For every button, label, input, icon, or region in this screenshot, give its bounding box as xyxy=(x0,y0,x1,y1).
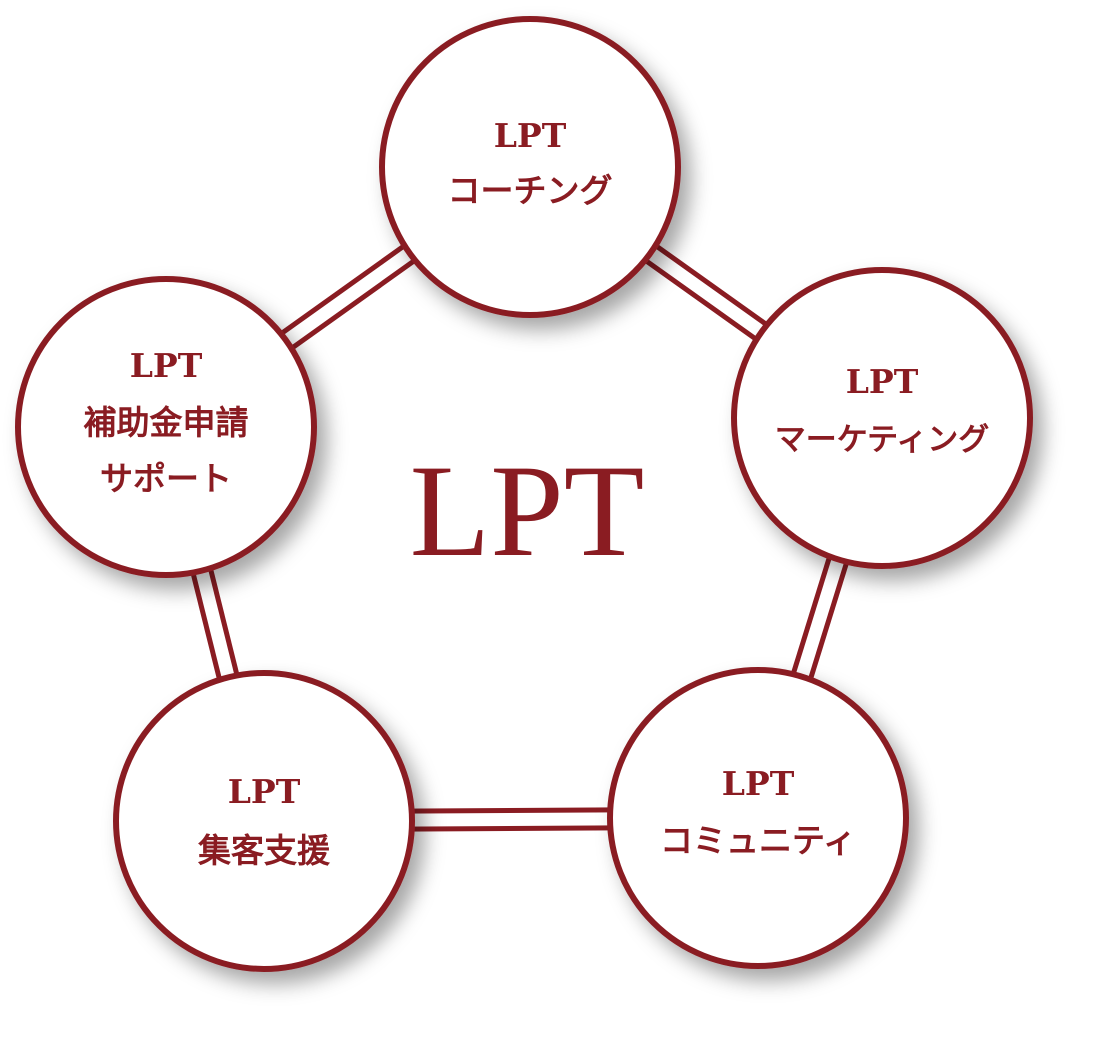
node-label: LPT xyxy=(722,764,795,803)
node-label: マーケティング xyxy=(775,422,990,458)
node-coaching: LPT コーチング xyxy=(379,16,681,318)
node-customer-acquisition: LPT 集客支援 xyxy=(113,670,415,972)
node-circle xyxy=(15,276,317,578)
node-label: LPT xyxy=(846,362,919,401)
node-circle xyxy=(731,267,1033,569)
node-label: LPT xyxy=(494,116,567,155)
node-community: LPT コミュニティ xyxy=(607,667,909,969)
node-marketing: LPT マーケティング xyxy=(731,267,1033,569)
node-circle xyxy=(607,667,909,969)
node-label: サポート xyxy=(100,459,232,498)
node-label: LPT xyxy=(228,772,301,811)
node-label: LPT xyxy=(130,346,203,385)
node-label: 補助金申請 xyxy=(84,403,249,442)
node-label: コーチング xyxy=(448,171,613,210)
node-label: 集客支援 xyxy=(197,831,331,870)
node-circle xyxy=(113,670,415,972)
node-subsidy-support: LPT 補助金申請 サポート xyxy=(15,276,317,578)
node-circle xyxy=(379,16,681,318)
node-label: コミュニティ xyxy=(660,821,856,860)
center-label: LPT xyxy=(410,437,645,584)
